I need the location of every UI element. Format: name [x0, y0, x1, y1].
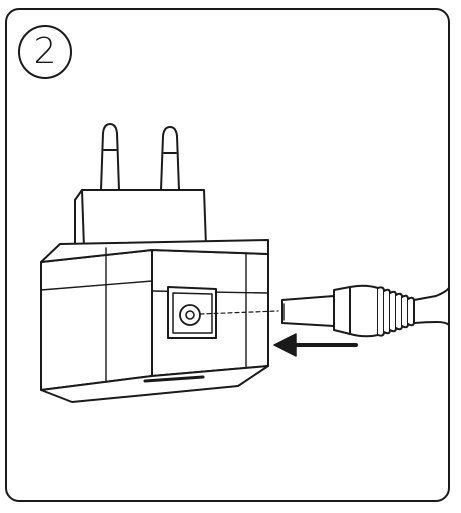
dc-barrel-plug-icon — [281, 284, 450, 338]
prong-right — [159, 126, 183, 191]
power-adapter-icon — [40, 123, 269, 403]
step-number: 2 — [33, 31, 57, 72]
insert-arrow-icon — [273, 333, 358, 357]
prong-left — [99, 123, 123, 191]
alignment-guide-line — [199, 310, 279, 315]
step-number-badge: 2 — [18, 25, 72, 79]
